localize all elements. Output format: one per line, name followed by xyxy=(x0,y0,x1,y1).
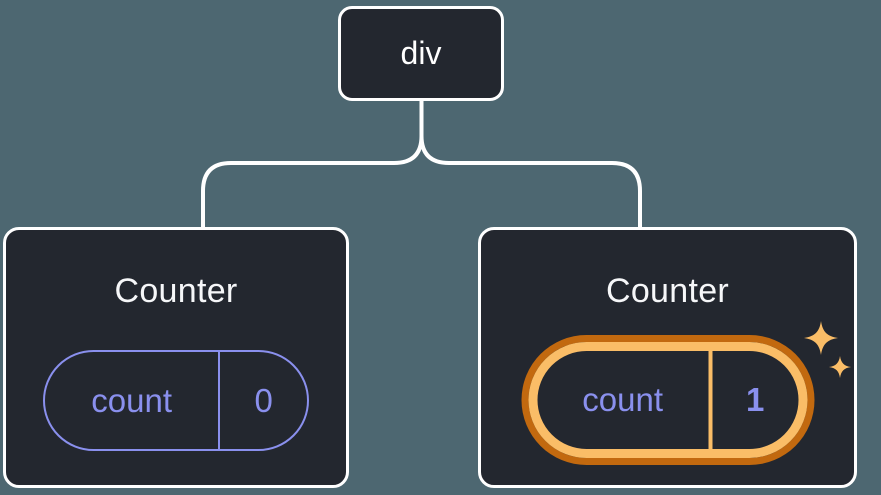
connector-branch-left xyxy=(201,98,424,231)
state-value-label: 0 xyxy=(254,381,273,419)
state-key-label: count xyxy=(537,351,713,449)
root-node-label: div xyxy=(400,35,442,71)
connector-branch-right xyxy=(419,98,642,231)
counter-card-left: Counter count 0 xyxy=(3,227,349,488)
root-node-div: div xyxy=(338,6,504,101)
state-pill-highlighted: count 1 xyxy=(528,342,807,458)
sparkles-icon xyxy=(804,321,852,379)
counter-title-right: Counter xyxy=(605,272,730,310)
counter-card-right: Counter count 1 xyxy=(478,227,857,488)
state-value-label: 1 xyxy=(745,381,765,418)
state-pill-left: count 0 xyxy=(43,350,309,451)
state-key-label: count xyxy=(45,352,221,449)
counter-title-left: Counter xyxy=(114,272,238,310)
sparkle-large-icon xyxy=(804,321,838,355)
sparkle-small-icon xyxy=(828,355,852,379)
